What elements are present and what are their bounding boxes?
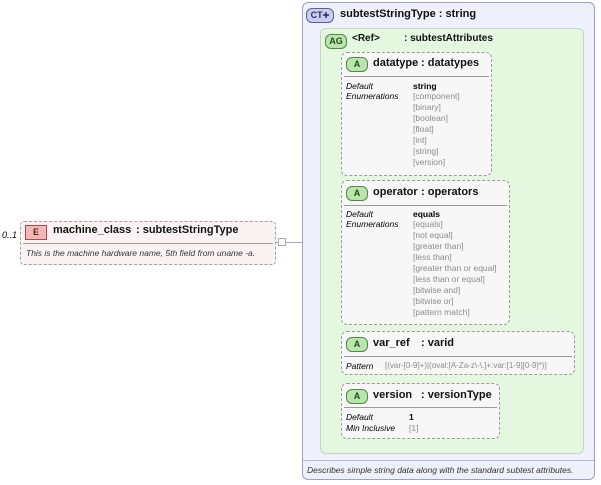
sequence-connector-box xyxy=(278,238,286,246)
attribute-separator xyxy=(344,407,497,408)
enum-value: [float] xyxy=(413,124,434,134)
enum-value: [boolean] xyxy=(413,113,448,123)
attribute-name: operator xyxy=(373,186,418,198)
default-value: string xyxy=(413,81,437,91)
pattern-value: [(var-[0-9]+)|(oval:[A-Za-z\-\.]+:var:[1… xyxy=(385,361,547,370)
enum-value: [pattern match] xyxy=(413,307,470,317)
complex-type-title: subtestStringType : string xyxy=(340,8,477,20)
pattern-label: Pattern xyxy=(346,361,374,371)
attribute-name: version xyxy=(373,389,413,401)
attribute-separator xyxy=(344,356,572,357)
attribute-group-badge: AG xyxy=(325,34,347,49)
default-label: Default xyxy=(346,81,373,91)
element-name: machine_class xyxy=(53,224,132,236)
attribute-operator[interactable] xyxy=(341,180,510,325)
attribute-datatype[interactable] xyxy=(341,52,492,176)
default-label: Default xyxy=(346,412,373,422)
attribute-badge: A xyxy=(346,389,368,404)
enum-value: [not equal] xyxy=(413,230,453,240)
complex-type-badge: CT✚ xyxy=(306,8,334,23)
attribute-group-ref: <Ref> xyxy=(352,33,380,44)
min-inclusive-label: Min Inclusive xyxy=(346,423,396,433)
attribute-var-ref[interactable] xyxy=(341,331,575,375)
enum-value: [greater than or equal] xyxy=(413,263,497,273)
attribute-type: : versionType xyxy=(421,389,492,401)
attribute-separator xyxy=(344,205,507,206)
enum-value: [version] xyxy=(413,157,446,167)
enum-value: [bitwise and] xyxy=(413,285,461,295)
attribute-name: datatype xyxy=(373,57,419,69)
default-value: equals xyxy=(413,209,440,219)
complex-type-doc-separator xyxy=(303,460,594,461)
enum-value: [greater than] xyxy=(413,241,464,251)
enum-value: [less than or equal] xyxy=(413,274,485,284)
enum-value: [string] xyxy=(413,146,439,156)
enum-value: [less than] xyxy=(413,252,452,262)
attribute-badge: A xyxy=(346,57,368,72)
attribute-type: : datatypes xyxy=(421,57,480,69)
attribute-badge: A xyxy=(346,186,368,201)
element-type: : subtestStringType xyxy=(136,224,239,236)
attribute-type: : varid xyxy=(421,337,455,349)
enum-value: [bitwise or] xyxy=(413,296,454,306)
attribute-badge: A xyxy=(346,337,368,352)
enum-value: [component] xyxy=(413,91,460,101)
min-inclusive-value: [1] xyxy=(409,423,419,433)
enum-value: [equals] xyxy=(413,219,443,229)
attribute-name: var_ref xyxy=(373,337,410,349)
attribute-group-name: : subtestAttributes xyxy=(404,33,493,44)
default-value: 1 xyxy=(409,412,414,422)
occurrence-label: 0..1 xyxy=(2,230,18,240)
plus-icon: ✚ xyxy=(322,11,330,20)
attribute-separator xyxy=(344,76,489,77)
element-separator xyxy=(23,243,273,244)
enumerations-label: Enumerations xyxy=(346,219,399,229)
enum-value: [binary] xyxy=(413,102,441,112)
enumerations-label: Enumerations xyxy=(346,91,399,101)
enum-value: [int] xyxy=(413,135,427,145)
default-label: Default xyxy=(346,209,373,219)
element-badge: E xyxy=(25,225,47,240)
attribute-type: : operators xyxy=(421,186,479,198)
complex-type-doc: Describes simple string data along with … xyxy=(307,465,574,475)
element-doc: This is the machine hardware name, 5th f… xyxy=(26,248,256,258)
